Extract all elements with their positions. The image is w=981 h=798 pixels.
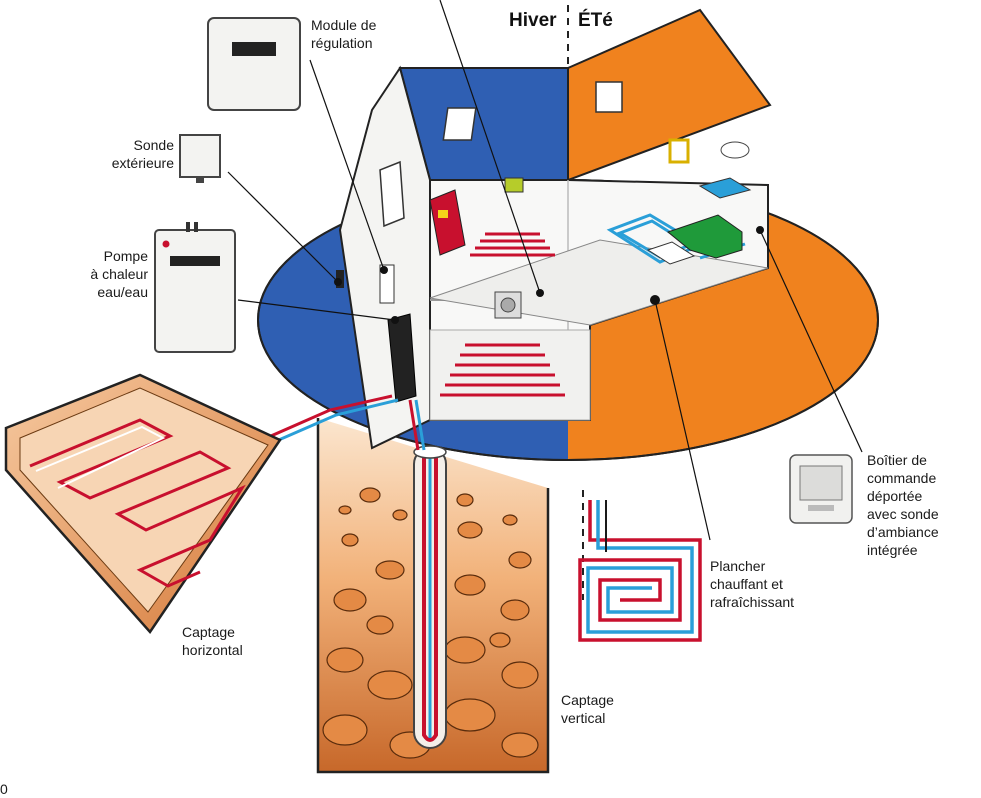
horizontal-captage bbox=[4, 373, 282, 635]
thermostat-device bbox=[789, 454, 853, 524]
house bbox=[336, 8, 772, 450]
page-number: 0 bbox=[0, 781, 8, 797]
floor-coil-spiral bbox=[578, 500, 702, 642]
outdoor-sensor-device bbox=[179, 134, 221, 183]
winter-label: Hiver bbox=[509, 10, 557, 31]
heat-pump-device bbox=[154, 222, 236, 353]
summer-label: ÉTé bbox=[578, 10, 613, 31]
vertical-well bbox=[316, 418, 550, 774]
leader-lines bbox=[227, 0, 863, 541]
regulation-module-device bbox=[207, 17, 301, 111]
